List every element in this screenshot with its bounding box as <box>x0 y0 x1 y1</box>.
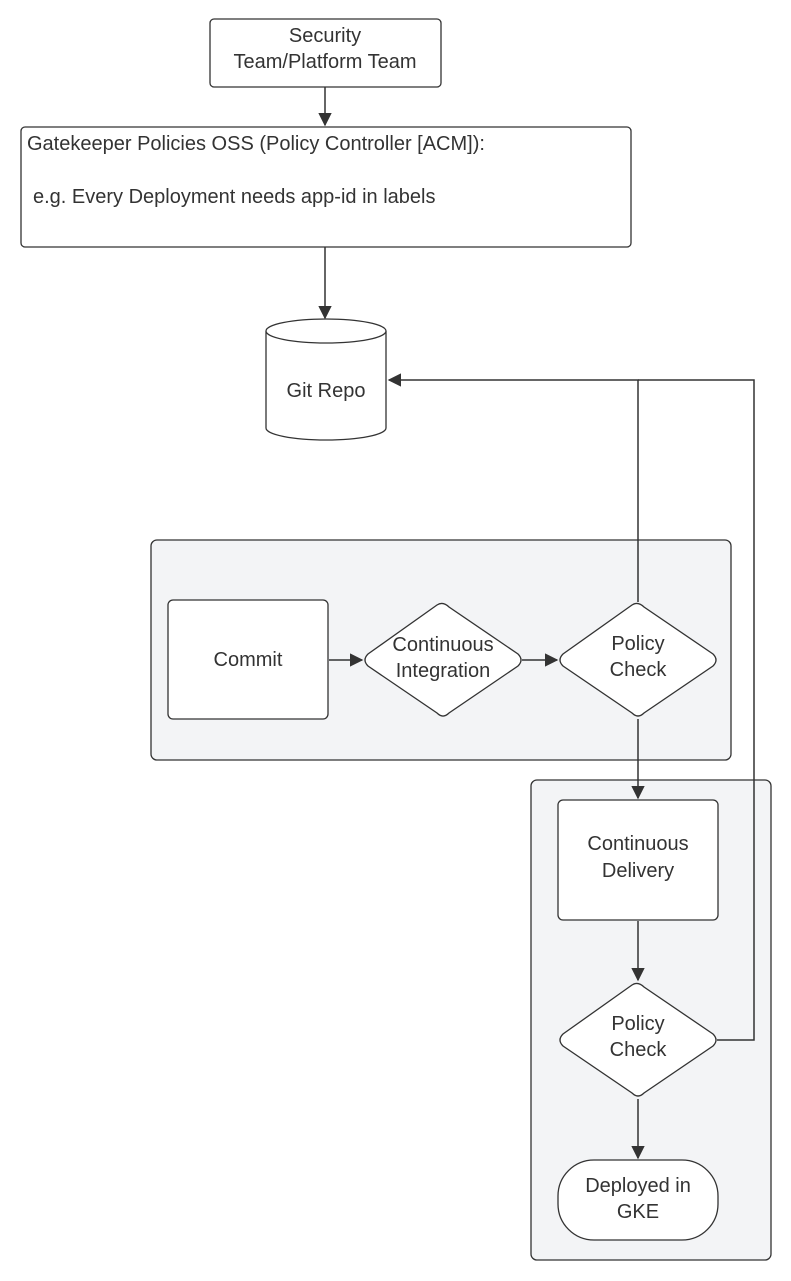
ci-line2: Integration <box>396 660 491 682</box>
cd-line1: Continuous <box>587 833 688 855</box>
policy-check-ci-line2: Check <box>610 659 668 681</box>
edge-policycheck-cd-to-gitrepo <box>638 379 755 1041</box>
cd-line2: Delivery <box>602 860 674 882</box>
deployed-gke-node: Deployed in GKE <box>557 1159 719 1241</box>
policy-check-ci-node: Policy Check <box>559 602 717 717</box>
commit-node: Commit <box>167 599 329 720</box>
policy-check-cd-node: Policy Check <box>559 982 717 1097</box>
gatekeeper-node: Gatekeeper Policies OSS (Policy Controll… <box>20 126 632 248</box>
gatekeeper-example: e.g. Every Deployment needs app-id in la… <box>33 186 435 208</box>
ci-line1: Continuous <box>392 634 493 656</box>
gke-line1: Deployed in <box>585 1175 691 1197</box>
git-repo-label: Git Repo <box>287 380 366 402</box>
continuous-integration-node: Continuous Integration <box>364 602 522 717</box>
gke-line2: GKE <box>617 1201 659 1223</box>
security-team-node: Security Team/Platform Team <box>209 18 442 88</box>
policy-check-ci-line1: Policy <box>611 633 664 655</box>
gatekeeper-title: Gatekeeper Policies OSS (Policy Controll… <box>27 133 485 155</box>
policy-check-cd-line1: Policy <box>611 1013 664 1035</box>
git-repo-node: Git Repo <box>265 318 387 441</box>
policy-check-cd-line2: Check <box>610 1039 668 1061</box>
continuous-delivery-node: Continuous Delivery <box>557 799 719 921</box>
commit-label: Commit <box>214 649 283 671</box>
security-team-line2: Team/Platform Team <box>233 51 416 73</box>
security-team-line1: Security <box>289 25 361 47</box>
